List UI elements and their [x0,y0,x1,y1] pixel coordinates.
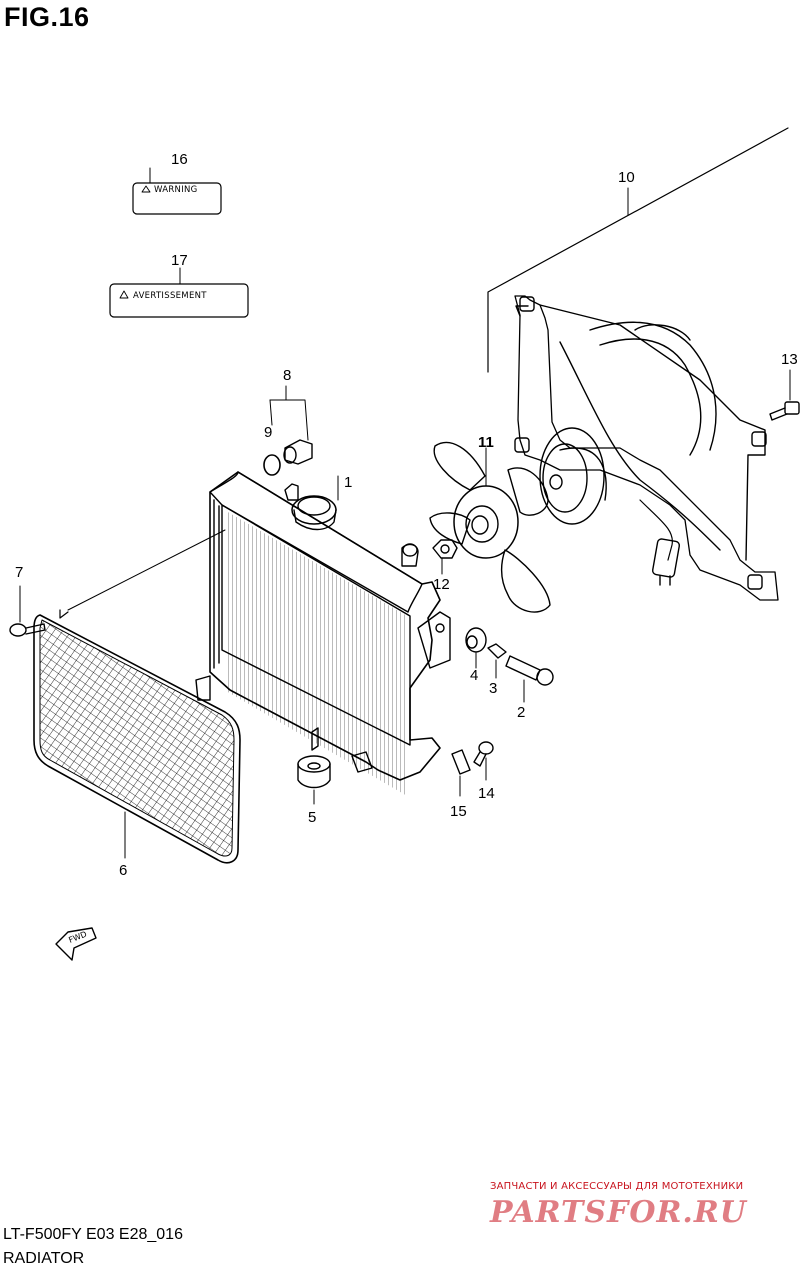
callout-14: 14 [478,785,495,802]
watermark-tagline: ЗАПЧАСТИ И АКСЕССУАРЫ ДЛЯ МОТОТЕХНИКИ [490,1181,744,1192]
callout-2: 2 [517,704,525,721]
model-code: LT-F500FY E03 E28_016 [3,1226,183,1243]
callout-numbers: 1 2 3 4 5 6 7 8 9 10 11 12 13 14 15 16 1… [15,151,798,879]
radiator-screen [33,529,241,864]
callout-6: 6 [119,862,127,879]
callout-11: 11 [478,434,494,451]
fwd-arrow-icon: FWD [55,927,97,961]
callout-9: 9 [264,424,272,441]
radiator [195,471,451,795]
collar-3 [487,643,507,679]
thermo-switch [263,385,313,476]
callout-13: 13 [781,351,798,368]
grommet-4 [465,627,487,669]
avertissement-label-text: AVERTISSEMENT [133,291,207,301]
warning-label: WARNING [132,167,222,215]
callout-16: 16 [171,151,188,168]
fan-blade [429,441,551,613]
fan-shroud [487,127,789,601]
bolt-13 [769,369,800,421]
callout-4: 4 [470,667,478,684]
callout-5: 5 [308,809,316,826]
figure-title: FIG.16 [4,2,90,32]
callout-8: 8 [283,367,291,384]
section-name: RADIATOR [3,1250,85,1267]
bolt-14 [473,741,494,781]
callout-12: 12 [433,576,450,593]
callout-17: 17 [171,252,188,269]
mount-cushion-5 [297,755,331,805]
watermark-brand: PARTSFOR.RU [490,1195,747,1230]
callout-15: 15 [450,803,467,820]
callout-7: 7 [15,564,23,581]
warning-label-text: WARNING [154,185,198,195]
callout-3: 3 [489,680,497,697]
nut-12 [432,539,458,575]
bolt-2 [505,655,554,703]
avertissement-label: AVERTISSEMENT [109,267,249,318]
callout-10: 10 [618,169,635,186]
callout-1: 1 [344,474,352,491]
clip-15 [451,749,471,797]
